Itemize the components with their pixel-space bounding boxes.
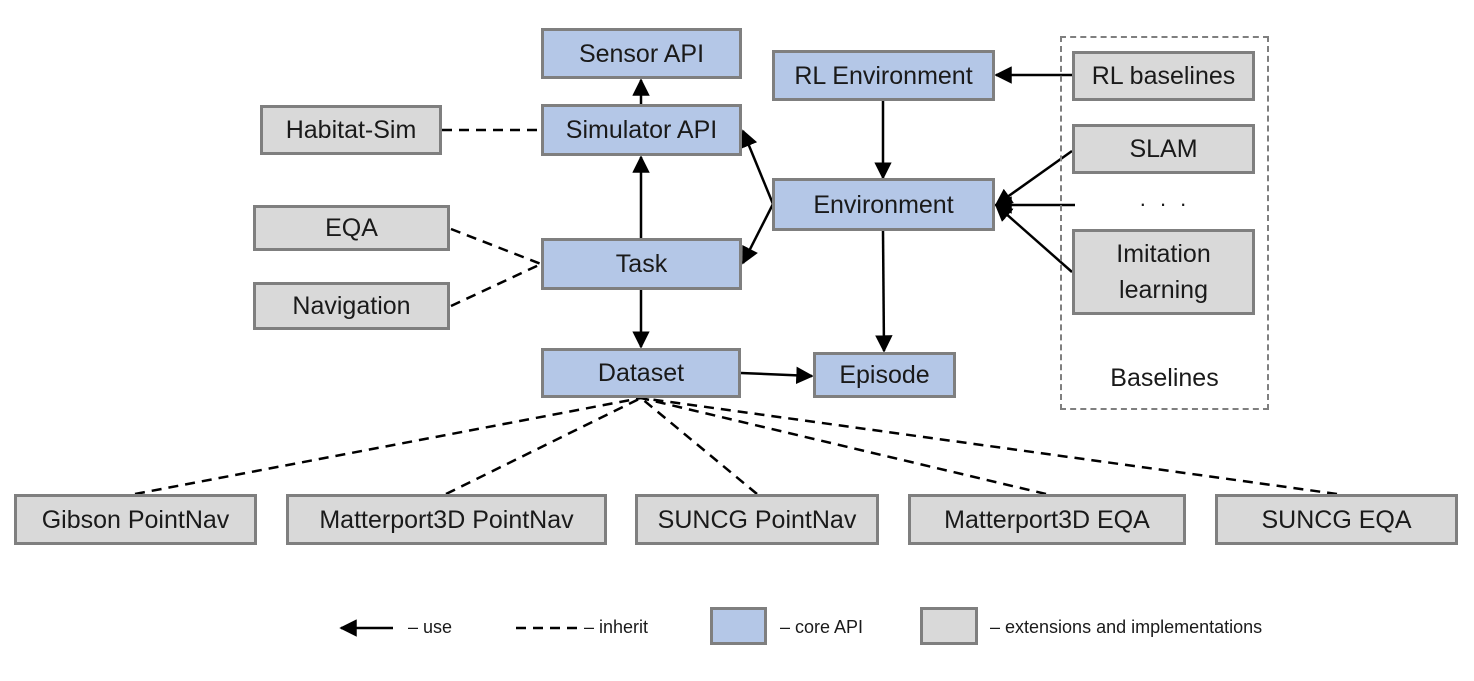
node-suncg-eqa[interactable]: SUNCG EQA bbox=[1215, 494, 1458, 545]
node-dataset-label: Dataset bbox=[597, 359, 685, 387]
legend-extensions-swatch bbox=[920, 607, 978, 645]
edge-gibson-dataset bbox=[134, 396, 642, 496]
edge-eqa-task bbox=[450, 227, 542, 266]
node-sensor-api[interactable]: Sensor API bbox=[541, 28, 742, 79]
node-imitation-learning-line2: learning bbox=[1119, 276, 1208, 304]
node-matterport-eqa-label: Matterport3D EQA bbox=[944, 505, 1150, 534]
edge-matterport-eqa-dataset bbox=[640, 396, 1047, 496]
node-rl-environment-label: RL Environment bbox=[794, 61, 973, 90]
node-suncg-pointnav-label: SUNCG PointNav bbox=[657, 505, 857, 534]
node-sensor-api-label: Sensor API bbox=[578, 39, 705, 68]
node-habitat-sim-label: Habitat-Sim bbox=[285, 116, 417, 144]
legend-extensions-label: – extensions and implementations bbox=[990, 617, 1263, 637]
node-gibson-pointnav[interactable]: Gibson PointNav bbox=[14, 494, 257, 545]
node-rl-baselines-label: RL baselines bbox=[1091, 62, 1236, 90]
edge-suncg-pointnav-dataset bbox=[640, 397, 758, 495]
edge-environment-to-simulator bbox=[740, 129, 775, 205]
node-suncg-pointnav[interactable]: SUNCG PointNav bbox=[635, 494, 879, 545]
legend-use-label: – use bbox=[408, 617, 453, 637]
node-dataset[interactable]: Dataset bbox=[541, 348, 741, 398]
edge-imitation-to-environment bbox=[994, 203, 1073, 273]
node-task-label: Task bbox=[615, 250, 668, 278]
node-imitation-learning[interactable]: Imitation learning bbox=[1072, 229, 1255, 315]
node-matterport-eqa[interactable]: Matterport3D EQA bbox=[908, 494, 1186, 545]
node-matterport-pointnav-label: Matterport3D PointNav bbox=[319, 505, 574, 534]
node-episode[interactable]: Episode bbox=[813, 352, 956, 398]
node-slam-label: SLAM bbox=[1129, 135, 1198, 163]
node-environment[interactable]: Environment bbox=[772, 178, 995, 231]
node-rl-baselines[interactable]: RL baselines bbox=[1072, 51, 1255, 101]
edge-slam-to-environment bbox=[994, 149, 1073, 207]
node-navigation-label: Navigation bbox=[292, 292, 411, 320]
node-slam[interactable]: SLAM bbox=[1072, 124, 1255, 174]
node-episode-label: Episode bbox=[839, 361, 930, 389]
node-imitation-learning-line1: Imitation bbox=[1116, 240, 1211, 268]
edge-matterport-pointnav-dataset bbox=[445, 396, 642, 496]
baselines-group bbox=[1060, 36, 1269, 410]
edge-navigation-task bbox=[450, 262, 542, 308]
node-matterport-pointnav[interactable]: Matterport3D PointNav bbox=[286, 494, 607, 545]
legend-inherit-label: – inherit bbox=[584, 617, 649, 637]
legend-core-swatch bbox=[710, 607, 767, 645]
node-simulator-api[interactable]: Simulator API bbox=[541, 104, 742, 156]
legend-core-label: – core API bbox=[780, 617, 864, 637]
edge-environment-to-task bbox=[741, 203, 775, 265]
node-environment-label: Environment bbox=[813, 190, 954, 219]
node-eqa-label: EQA bbox=[325, 214, 378, 242]
node-eqa[interactable]: EQA bbox=[253, 205, 450, 251]
edge-dataset-to-episode bbox=[740, 366, 814, 385]
node-task[interactable]: Task bbox=[541, 238, 742, 290]
node-habitat-sim[interactable]: Habitat-Sim bbox=[260, 105, 442, 155]
baselines-group-label: Baselines bbox=[1110, 364, 1219, 392]
edge-environment-to-episode bbox=[875, 230, 893, 353]
edge-suncg-eqa-dataset bbox=[640, 396, 1338, 496]
node-navigation[interactable]: Navigation bbox=[253, 282, 450, 330]
node-simulator-api-label: Simulator API bbox=[565, 116, 718, 144]
node-rl-environment[interactable]: RL Environment bbox=[772, 50, 995, 101]
node-gibson-pointnav-label: Gibson PointNav bbox=[41, 505, 230, 534]
baselines-ellipsis: . . . bbox=[1139, 186, 1191, 211]
node-suncg-eqa-label: SUNCG EQA bbox=[1261, 505, 1412, 534]
